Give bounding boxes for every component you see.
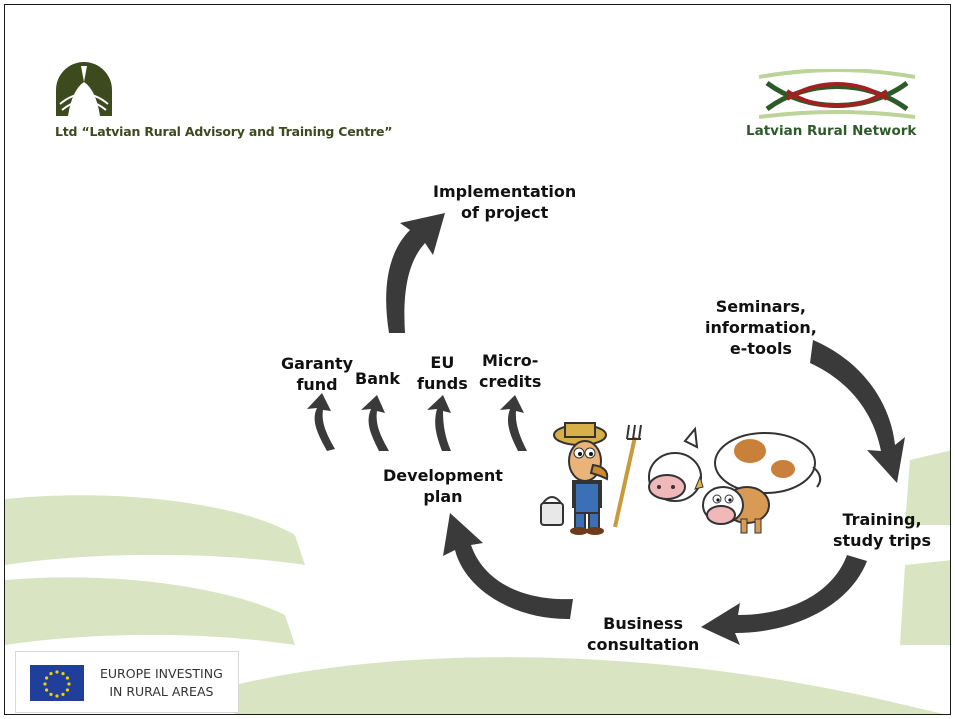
sunrise-field-icon: [56, 62, 112, 116]
arrow-to-implementation: [386, 213, 445, 333]
label-eu-funds: EU funds: [417, 353, 468, 393]
arrow-seminars-to-training: [810, 340, 905, 483]
label-seminars: Seminars, information, e-tools: [705, 297, 817, 358]
arrow-to-bank: [361, 395, 389, 451]
arrow-to-micro: [500, 395, 527, 451]
label-implementation: Implementation of project: [433, 182, 577, 222]
label-training: Training, study trips: [833, 510, 932, 550]
label-bank: Bank: [355, 369, 401, 388]
calf-icon: [702, 486, 770, 534]
left-logo-text: Ltd “Latvian Rural Advisory and Training…: [55, 124, 393, 139]
arrow-to-garanty: [307, 393, 335, 451]
crossed-lines-icon: [758, 69, 916, 119]
eu-badge-text: EUROPE INVESTING IN RURAL AREAS: [100, 666, 223, 699]
arrow-business-to-development: [443, 513, 573, 620]
farmer-and-cows-illustration: [540, 422, 822, 535]
farmer-icon: [540, 422, 642, 535]
arrow-to-eu-funds: [427, 395, 451, 451]
arrow-training-to-business: [701, 555, 867, 645]
label-micro: Micro- credits: [479, 351, 542, 391]
cycle-arrows: [307, 213, 905, 645]
eu-flag-icon: [30, 665, 84, 701]
label-garanty: Garanty fund: [281, 354, 354, 394]
label-development: Development plan: [383, 466, 503, 506]
right-logo-text: Latvian Rural Network: [746, 123, 917, 139]
slide: Ltd “Latvian Rural Advisory and Training…: [4, 4, 951, 715]
eu-badge: EUROPE INVESTING IN RURAL AREAS: [15, 651, 239, 713]
cow-icon: [648, 426, 822, 502]
background-swoosh: [5, 450, 950, 714]
label-business: Business consultation: [587, 614, 700, 654]
